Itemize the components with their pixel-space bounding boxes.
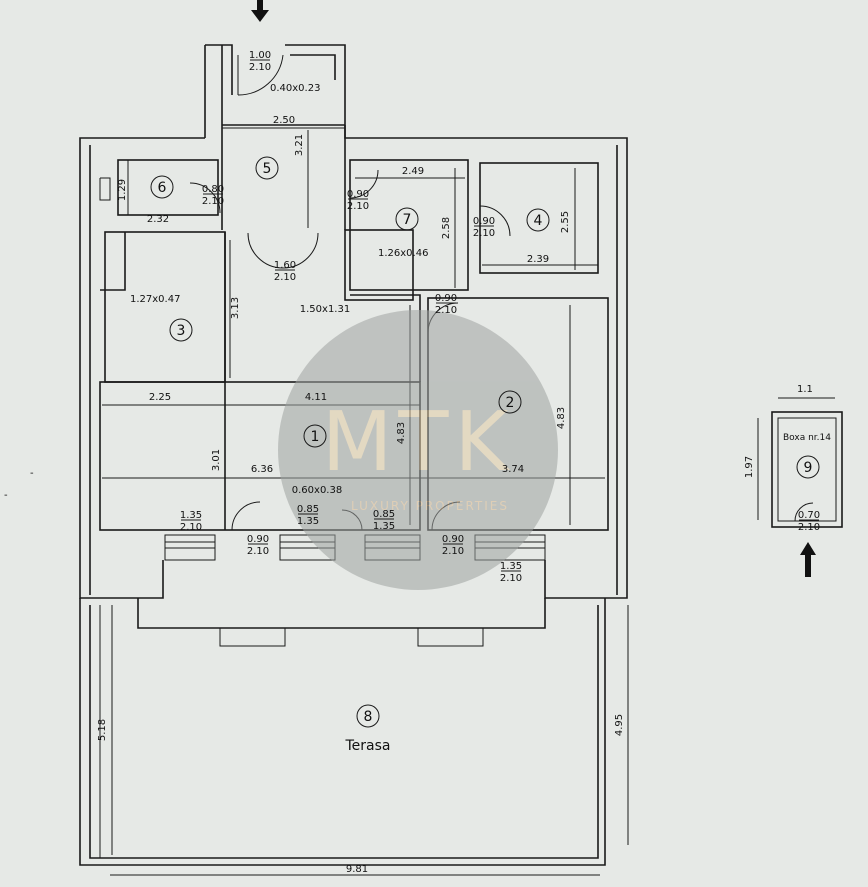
svg-text:5: 5 [263, 161, 272, 177]
room-5-label: 5 [255, 156, 279, 180]
svg-text:1: 1 [311, 429, 320, 445]
svg-text:0.85: 0.85 [373, 509, 395, 520]
svg-text:2.25: 2.25 [149, 392, 171, 403]
svg-text:6.36: 6.36 [251, 464, 273, 475]
svg-text:1.35: 1.35 [373, 521, 395, 532]
svg-text:2.49: 2.49 [402, 166, 424, 177]
svg-text:1.50x1.31: 1.50x1.31 [300, 304, 350, 315]
svg-text:9: 9 [804, 460, 813, 476]
svg-text:2.10: 2.10 [249, 62, 271, 73]
room-7-label: 7 [395, 207, 419, 231]
svg-text:-: - [4, 490, 8, 501]
svg-text:0.90: 0.90 [473, 216, 495, 227]
svg-text:2: 2 [506, 395, 515, 411]
svg-text:2.58: 2.58 [441, 217, 452, 239]
svg-text:3.13: 3.13 [230, 297, 241, 319]
svg-text:8: 8 [364, 709, 373, 725]
svg-text:1.35: 1.35 [500, 561, 522, 572]
svg-text:2.39: 2.39 [527, 254, 549, 265]
svg-text:3: 3 [177, 323, 186, 339]
svg-text:0.90: 0.90 [442, 534, 464, 545]
svg-text:7: 7 [403, 212, 412, 228]
watermark-monogram: MTK [322, 395, 515, 490]
svg-text:4.11: 4.11 [305, 392, 327, 403]
hall-width-dim: 2.50 [273, 115, 295, 126]
box-name: Boxa nr.14 [783, 433, 831, 443]
svg-text:4.83: 4.83 [556, 407, 567, 429]
svg-text:2.10: 2.10 [180, 522, 202, 533]
dimension-texts: 1.00 2.10 0.40x0.23 2.50 3.21 1.29 2.32 … [97, 50, 625, 875]
svg-text:2.10: 2.10 [274, 272, 296, 283]
svg-text:0.85: 0.85 [297, 504, 319, 515]
svg-text:1.35: 1.35 [180, 510, 202, 521]
svg-text:2.32: 2.32 [147, 214, 169, 225]
margin-marks: - - [4, 468, 34, 501]
svg-text:4.95: 4.95 [614, 714, 625, 736]
storage-box: 1.1 Boxa nr.14 9 1.97 0.70 2.10 [744, 384, 843, 577]
svg-text:1.29: 1.29 [117, 179, 128, 201]
svg-text:9.81: 9.81 [346, 864, 368, 875]
room-1-label: 1 [303, 424, 327, 448]
svg-text:0.90: 0.90 [435, 293, 457, 304]
room-6-label: 6 [150, 175, 174, 199]
svg-text:2.10: 2.10 [347, 201, 369, 212]
svg-text:0.90: 0.90 [347, 189, 369, 200]
svg-text:3.74: 3.74 [502, 464, 524, 475]
svg-text:2.55: 2.55 [560, 211, 571, 233]
watermark-tagline: LUXURY PROPERTIES [351, 499, 509, 513]
watermark: MTK LUXURY PROPERTIES [278, 310, 558, 590]
svg-text:0.80: 0.80 [202, 184, 224, 195]
box-entry-arrow-icon [800, 542, 816, 577]
svg-text:4: 4 [534, 213, 543, 229]
svg-text:1.1: 1.1 [797, 384, 813, 395]
svg-text:6: 6 [158, 180, 167, 196]
svg-text:1.26x0.46: 1.26x0.46 [378, 248, 428, 259]
svg-text:2.10: 2.10 [247, 546, 269, 557]
svg-text:2.10: 2.10 [473, 228, 495, 239]
room-4-label: 4 [526, 208, 550, 232]
svg-text:1.35: 1.35 [297, 516, 319, 527]
svg-text:2.10: 2.10 [442, 546, 464, 557]
entry-arrow-icon [251, 0, 269, 22]
svg-text:3.01: 3.01 [211, 449, 222, 471]
terrace-name: Terasa [345, 738, 391, 754]
svg-text:2.10: 2.10 [435, 305, 457, 316]
svg-text:4.83: 4.83 [396, 422, 407, 444]
svg-text:0.60x0.38: 0.60x0.38 [292, 485, 342, 496]
svg-text:0.70: 0.70 [798, 510, 820, 521]
svg-text:2.10: 2.10 [500, 573, 522, 584]
room-8-label: 8 [356, 704, 380, 728]
svg-text:-: - [30, 468, 34, 479]
entry-niche-dim: 0.40x0.23 [270, 83, 320, 94]
room-labels: 1 2 3 4 5 6 7 8 Terasa [150, 156, 550, 754]
room-2-label: 2 [498, 390, 522, 414]
svg-text:2.10: 2.10 [202, 196, 224, 207]
svg-text:1.60: 1.60 [274, 260, 296, 271]
svg-text:1.97: 1.97 [744, 456, 755, 478]
entry-door-dim: 1.00 [249, 50, 271, 61]
svg-text:2.10: 2.10 [798, 522, 820, 533]
svg-text:1.27x0.47: 1.27x0.47 [130, 294, 180, 305]
svg-text:5.18: 5.18 [97, 719, 108, 741]
hall-length-dim: 3.21 [294, 134, 305, 156]
svg-text:0.90: 0.90 [247, 534, 269, 545]
room-3-label: 3 [169, 318, 193, 342]
